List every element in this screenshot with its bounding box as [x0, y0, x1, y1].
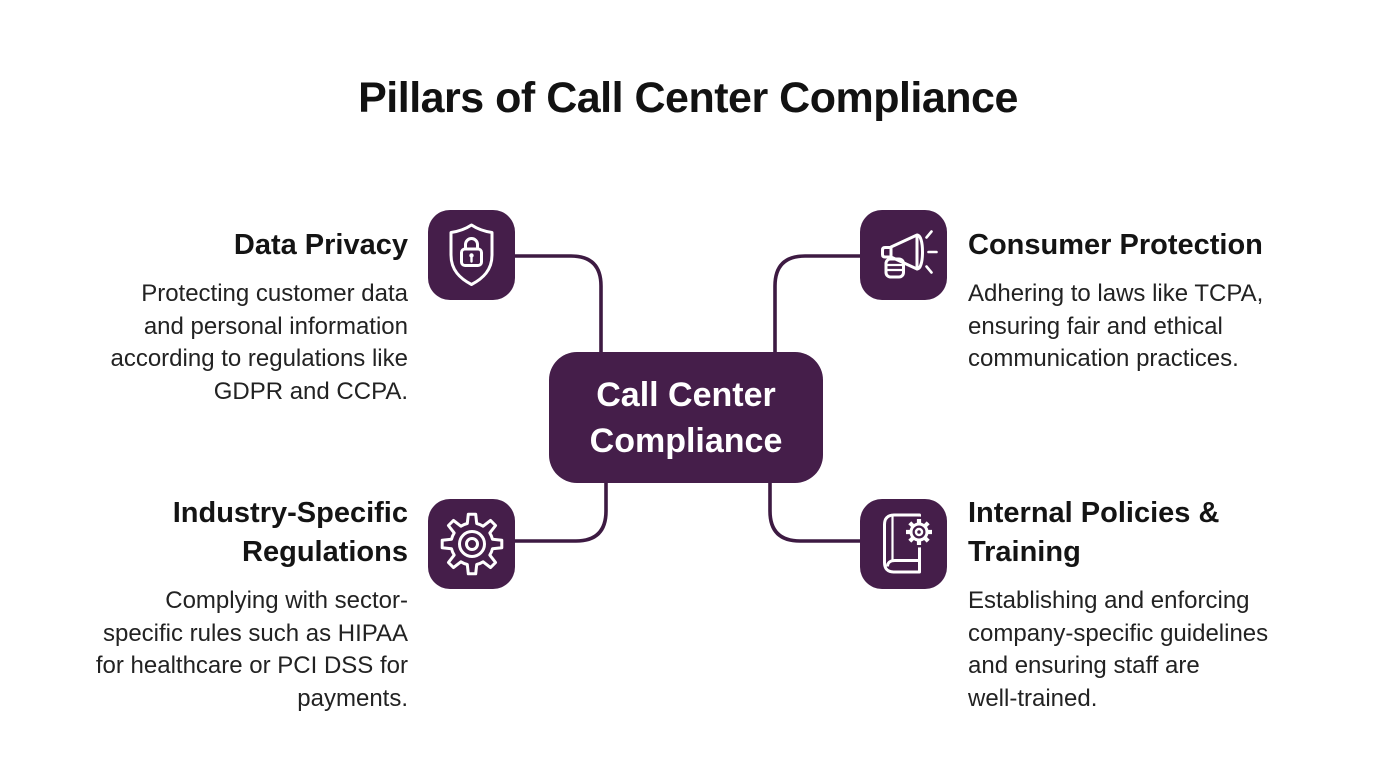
icon-tile-internal-policies-training — [860, 499, 947, 589]
center-node-label: Call Center Compliance — [589, 375, 783, 460]
center-node: Call Center Compliance — [549, 352, 823, 483]
book-gear-icon — [883, 513, 935, 574]
icon-tile-industry-specific-regulations — [428, 499, 515, 589]
pillar-block-internal-policies-training: Internal Policies & Training Establishin… — [968, 494, 1308, 715]
gear-icon — [440, 512, 504, 576]
connector-top-left — [514, 254, 603, 353]
pillar-description: Complying with sector- specific rules su… — [95, 587, 408, 712]
megaphone-icon — [881, 230, 938, 279]
pillar-block-data-privacy: Data Privacy Protecting customer data an… — [58, 226, 408, 408]
pillar-title: Internal Policies & Training — [968, 497, 1220, 568]
icon-tile-consumer-protection — [860, 210, 947, 300]
pillar-description: Adhering to laws like TCPA, ensuring fai… — [968, 280, 1264, 372]
page-title: Pillars of Call Center Compliance — [358, 74, 1018, 122]
connector-bottom-right — [768, 482, 862, 543]
shield-lock-icon — [449, 223, 494, 286]
icon-tile-data-privacy — [428, 210, 515, 300]
pillar-description: Protecting customer data and personal in… — [110, 280, 408, 405]
pillar-title: Industry-Specific Regulations — [172, 497, 408, 568]
pillar-title: Consumer Protection — [968, 229, 1263, 261]
connector-top-right — [773, 254, 862, 353]
pillar-description: Establishing and enforcing company-speci… — [968, 587, 1269, 712]
pillar-block-consumer-protection: Consumer Protection Adhering to laws lik… — [968, 226, 1308, 376]
pillar-title: Data Privacy — [233, 229, 408, 261]
connector-bottom-left — [514, 482, 608, 543]
pillar-block-industry-specific-regulations: Industry-Specific Regulations Complying … — [58, 494, 408, 715]
